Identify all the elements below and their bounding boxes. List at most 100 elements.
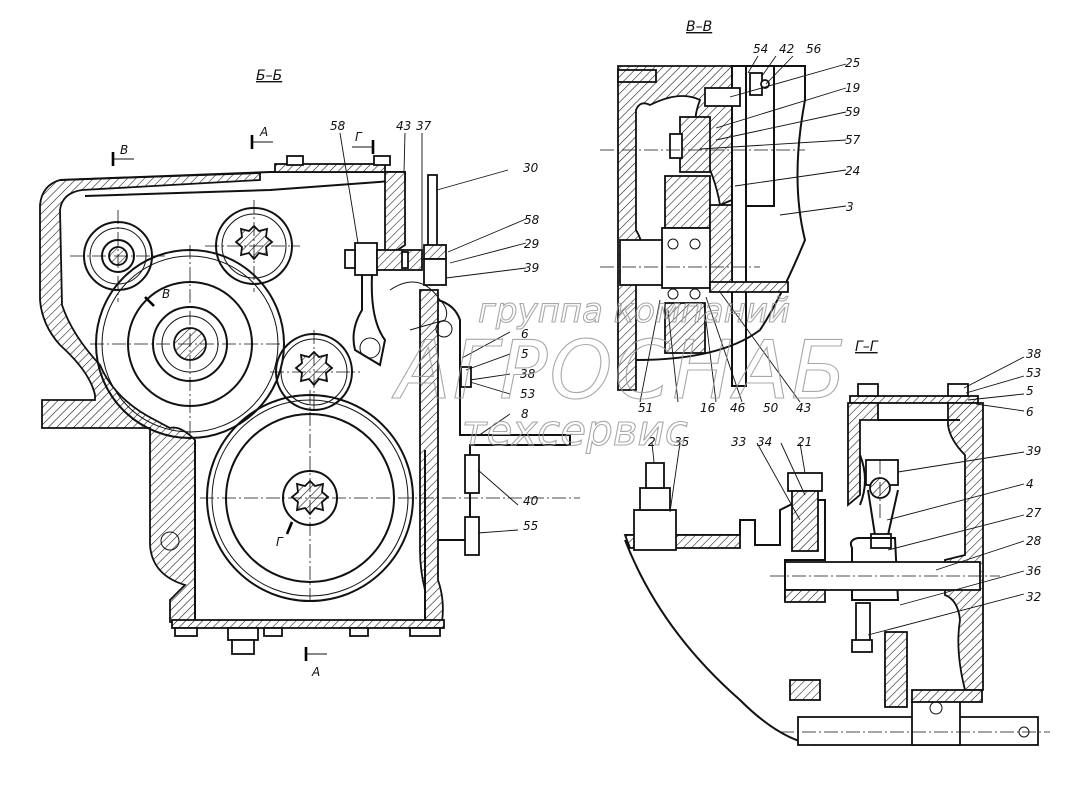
gg-housing-right [944,402,984,691]
callout: 43 [396,119,411,133]
svg-text:Г: Г [355,130,363,144]
fork-clamp [354,242,378,276]
callout: 39 [1026,444,1041,458]
bolt-40 [464,454,480,494]
breather-nut [639,487,671,511]
stud-25 [704,87,741,107]
housing-inner-walls [194,440,426,620]
callout: 38 [1026,347,1042,361]
lever-rod-30 [427,174,438,248]
callout: 56 [806,42,822,56]
callout: 29 [524,237,539,251]
gg-bearing [911,699,961,746]
clamp-39 [865,459,899,486]
callout: 57 [845,133,861,147]
bolt-32 [855,602,871,644]
breather-cap-2 [645,462,665,489]
gg-top-cover [849,395,979,404]
vv-wall-rib [709,281,789,293]
callout: 40 [523,494,539,508]
callout: 34 [757,435,772,449]
section-vv-title: В–В [686,19,712,35]
callout: 33 [731,435,746,449]
section-bb: Б–Б [39,68,580,679]
watermark: группа компаний АГРОСНАБ техсервис [390,290,848,455]
callout: 28 [1026,534,1042,548]
center-lines [70,200,580,605]
bearing-46 [661,227,713,289]
housing-right-wall [384,171,406,257]
gg-cover-bolt [947,383,969,397]
vv-leader-lines [639,55,847,403]
callout: 50 [763,401,779,415]
callout: 54 [753,42,768,56]
bottom-bolt [263,627,283,637]
section-gg: Г–Г 38 53 [623,339,1050,746]
section-marker-g-inner [285,521,294,535]
watermark-line1: группа компаний [478,291,790,331]
section-bb-title: Б–Б [256,68,282,84]
pin-hole [435,320,453,338]
breather-body-35 [633,509,677,551]
plug-21 [787,472,823,492]
callout: 16 [700,401,716,415]
callout: 6 [521,327,529,341]
nut-57 [669,133,683,159]
bottom-bolt [409,627,441,637]
callout: 46 [730,401,746,415]
svg-text:В: В [120,143,128,157]
gear-24 [664,175,711,229]
drain-plug-head [231,639,255,655]
callout: 32 [1026,590,1041,604]
callout: 53 [520,387,535,401]
callout: 8 [521,407,529,421]
section-gg-title: Г–Г [855,339,879,355]
callout: 6 [1026,405,1034,419]
vv-top-boss [617,69,657,83]
top-cover-plate [274,163,386,173]
callout: 24 [845,164,860,178]
callout: 59 [845,105,860,119]
clamp-bolt [423,258,447,286]
fork-arm [389,281,448,331]
callout: 25 [845,56,860,70]
bottom-bolt [174,627,198,637]
callout: 43 [796,401,811,415]
cover-bolt [286,155,304,166]
gg-housing-left [847,402,879,507]
bb-leader-lines [339,132,527,534]
callout: 58 [524,213,540,227]
watermark-line3: техсервис [462,406,688,455]
callout: 5 [521,347,529,361]
housing-top-wall [39,172,261,623]
gg-cover-bolt [857,383,879,397]
callout: 5 [1026,384,1034,398]
gg-fork-lower [884,631,908,708]
callout: 53 [1026,366,1041,380]
callout: 38 [520,367,536,381]
gg-boss [789,679,821,701]
callout: 21 [797,435,812,449]
spline-shaft-2 [234,224,274,261]
callout: 2 [648,435,656,449]
watermark-line2: АГРОСНАБ [391,324,848,417]
gg-break-line [624,539,816,746]
callout: 55 [523,519,538,533]
section-marker-v-inner [144,296,155,307]
gg-leader-lines [651,356,1025,636]
callout: 4 [1026,477,1034,491]
callout: 30 [523,161,539,175]
callout: 58 [330,119,346,133]
vv-wall-inner [709,204,733,288]
bottom-bolt [349,627,369,637]
svg-text:А: А [259,125,268,139]
callout: 39 [524,261,539,275]
drain-plug [227,627,259,641]
svg-text:Г: Г [276,535,284,549]
bottom-cover-plate [171,619,445,629]
svg-text:В: В [162,287,170,301]
callout: 35 [674,435,689,449]
cover-screw-38 [460,366,472,388]
plug-seal [791,490,819,552]
lever-clamp [423,244,447,260]
